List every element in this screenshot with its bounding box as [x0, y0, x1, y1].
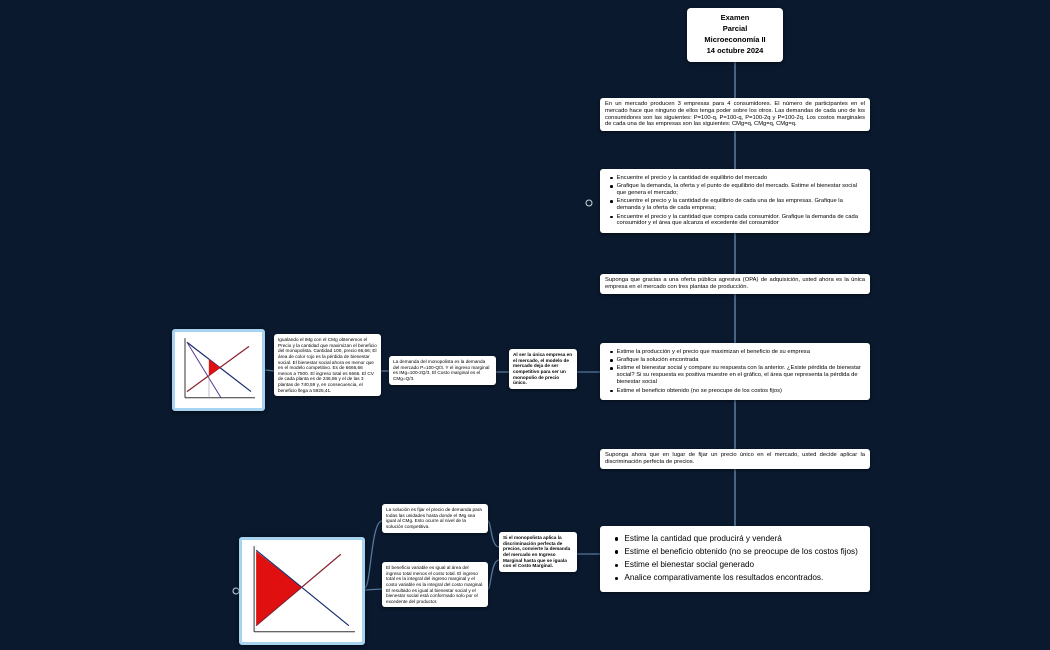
task-item: Estime el bienestar social y compare su …: [603, 365, 864, 385]
discrimination-model-note-node[interactable]: Si el monopolista aplica la discriminaci…: [499, 532, 577, 572]
marginal-revenue-curve: [186, 341, 222, 399]
bullet-icon: [615, 537, 619, 541]
producer-surplus-graph[interactable]: [239, 537, 365, 645]
demand-curve: [255, 549, 350, 627]
discrimination-graph-svg: [253, 546, 355, 633]
task-text: Encuentre el precio y la cantidad de equ…: [616, 174, 768, 181]
task-item: Encuentre el precio y la cantidad de equ…: [603, 175, 864, 182]
task-item: Analice comparativamente los resultados …: [605, 573, 862, 584]
task-item: Estime la producción y el precio que max…: [603, 349, 864, 356]
task-text: Estime el beneficio obtenido (no se preo…: [616, 387, 782, 394]
task-item: Estime el bienestar social generado: [605, 560, 862, 571]
branch-line-discrimination-5: [364, 588, 383, 591]
bullet-icon: [610, 389, 613, 393]
task-item: Grafique la solución encontrada: [603, 357, 864, 364]
discrimination-tasks-node[interactable]: Estime la cantidad que producirá y vende…: [600, 526, 870, 592]
bullet-icon: [615, 576, 619, 581]
monopoly-model-note-node[interactable]: Al ser la única empresa en el mercado, e…: [509, 349, 577, 389]
monopoly-tasks-node[interactable]: Estime la producción y el precio que max…: [600, 343, 870, 400]
bullet-icon: [610, 185, 613, 188]
branch-line-discrimination-2: [487, 520, 500, 548]
task-item: Grafique la demanda, la oferta y el punt…: [603, 183, 864, 197]
task-text: Estime la cantidad que producirá y vende…: [624, 533, 782, 543]
task-item: Estime el beneficio obtenido (no se preo…: [605, 547, 862, 558]
branch-line-discrimination-3: [487, 559, 500, 590]
monopoly-deadweight-loss-graph[interactable]: [172, 329, 265, 411]
monopoly-demand-note-node[interactable]: La demanda del monopolista es la demanda…: [389, 356, 496, 385]
marginal-cost-curve: [255, 553, 342, 627]
bullet-icon: [615, 550, 619, 554]
bullet-icon: [610, 359, 613, 362]
task-text: Encuentre el precio y la cantidad que co…: [616, 213, 858, 227]
collapse-node-icon[interactable]: [585, 199, 593, 207]
market-statement-node[interactable]: En un mercado producen 3 empresas para 4…: [600, 98, 870, 132]
discrimination-price-note-node[interactable]: La solución es fijar el precio de demand…: [382, 504, 488, 533]
monopoly-graph-svg: [184, 338, 255, 399]
discrimination-profit-note-node[interactable]: El beneficio variable es igual al área d…: [382, 562, 488, 608]
discrimination-statement-node[interactable]: Suponga ahora que en lugar de fijar un p…: [600, 449, 870, 469]
branch-line-discrimination-4: [364, 520, 383, 589]
task-text: Analice comparativamente los resultados …: [624, 573, 824, 583]
market-tasks-node[interactable]: Encuentre el precio y la cantidad de equ…: [600, 169, 870, 233]
task-text: Estime el bienestar social y compare su …: [616, 365, 861, 386]
bullet-icon: [610, 350, 613, 354]
monopoly-solution-note-node[interactable]: Igualando el IMg con el CMg obtenemos el…: [274, 334, 381, 397]
task-text: Estime la producción y el precio que max…: [616, 348, 810, 355]
bullet-icon: [610, 367, 613, 371]
opa-statement-node[interactable]: Suponga que gracias a una oferta pública…: [600, 274, 870, 294]
deadweight-loss-area: [209, 359, 220, 376]
task-text: Encuentre el precio y la cantidad de equ…: [616, 198, 843, 212]
bullet-icon: [610, 200, 613, 203]
task-text: Grafique la demanda, la oferta y el punt…: [616, 183, 857, 196]
task-text: Estime el beneficio obtenido (no se preo…: [624, 546, 858, 556]
task-item: Encuentre el precio y la cantidad de equ…: [603, 198, 864, 212]
surplus-area: [256, 551, 302, 626]
root-title-node[interactable]: Examen Parcial Microeconomía II 14 octub…: [687, 8, 783, 62]
task-item: Estime el beneficio obtenido (no se preo…: [603, 388, 864, 395]
task-item: Encuentre el precio y la cantidad que co…: [603, 214, 864, 228]
task-text: Estime el bienestar social generado: [624, 560, 755, 570]
bullet-icon: [610, 176, 613, 180]
task-item: Estime la cantidad que producirá y vende…: [605, 534, 862, 545]
bullet-icon: [610, 215, 613, 219]
branch-line-monopoly-4: [264, 369, 275, 372]
task-text: Grafique la solución encontrada: [616, 357, 699, 364]
bullet-icon: [615, 563, 619, 568]
